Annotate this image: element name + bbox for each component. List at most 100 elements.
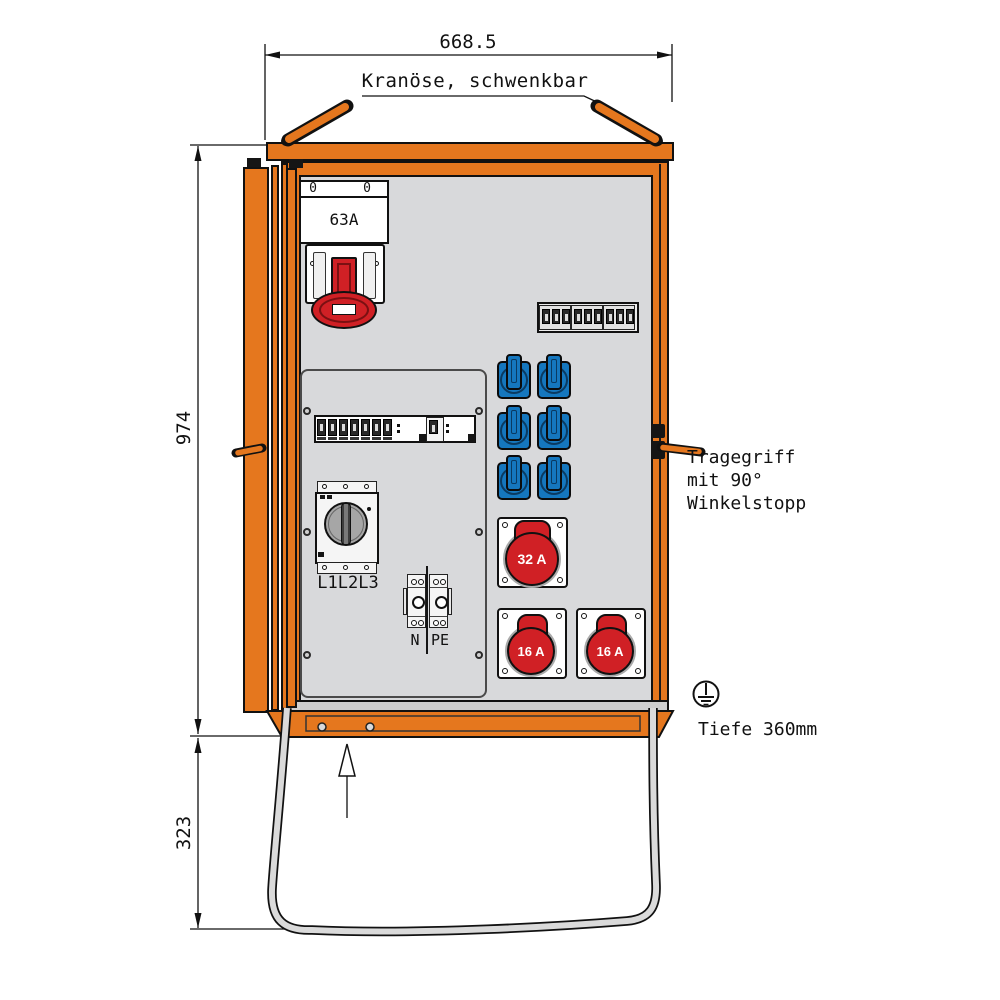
door-latch: [651, 424, 665, 438]
breaker-toggle: [574, 309, 582, 324]
breaker-toggle: [562, 309, 570, 324]
base-plinth: [265, 710, 675, 738]
terminal-n-label: N: [410, 631, 420, 649]
breaker-toggle: [606, 309, 614, 324]
screw-icon: [475, 651, 483, 659]
stand-tube: [267, 707, 661, 937]
schuko-socket: [497, 405, 531, 450]
crane-eye-right: [590, 99, 663, 147]
cee-63a-lid-slot: [332, 304, 356, 315]
breaker-toggle: [429, 420, 438, 434]
terminal-dot: [446, 424, 449, 427]
breaker-toggle: [552, 309, 560, 324]
switch-mark: [318, 552, 324, 557]
screw-icon: [303, 528, 311, 536]
terminal-dot: [397, 430, 400, 433]
switch-mark: [320, 495, 325, 499]
crane-eye-label: Kranöse, schwenkbar: [361, 70, 589, 92]
door-panel: [243, 167, 269, 713]
inlet-rating-label: 63A: [329, 210, 359, 229]
inlet-breaker-63a: [299, 196, 389, 244]
carry-handle-left: [231, 443, 267, 458]
cee-socket-16a-right: 16 A: [576, 608, 646, 679]
breaker-clip: [339, 437, 348, 440]
schuko-socket: [497, 455, 531, 500]
height-dimension-line: [190, 144, 285, 737]
earth-ground-icon: [692, 680, 720, 708]
mount-direction-arrow: [338, 743, 356, 818]
breaker-toggle: [383, 419, 392, 436]
screw-icon: [303, 651, 311, 659]
breaker-toggle: [372, 419, 381, 436]
breaker-toggle: [542, 309, 550, 324]
schuko-socket: [537, 405, 571, 450]
breaker-toggle: [361, 419, 370, 436]
terminal-dot: [446, 430, 449, 433]
breaker-clip: [383, 437, 392, 440]
switch-indicator-dot: [367, 507, 371, 511]
screw-icon: [475, 528, 483, 536]
screw-icon: [343, 484, 348, 489]
door-hinge-cap: [289, 159, 303, 168]
breaker-toggle: [350, 419, 359, 436]
breaker-toggle: [594, 309, 602, 324]
terminal-dot: [397, 424, 400, 427]
screw-icon: [322, 565, 327, 570]
switch-mark: [327, 495, 332, 499]
equipment-panel: [300, 369, 487, 698]
cee-16a-left-label: 16 A: [517, 643, 545, 659]
screw-icon: [343, 565, 348, 570]
din-rail-end-stop: [468, 434, 475, 442]
terminal-block-pe: [429, 574, 448, 628]
screw-icon: [475, 407, 483, 415]
width-dimension-label: 668.5: [439, 31, 497, 53]
breaker-toggle: [339, 419, 348, 436]
breaker-toggle: [616, 309, 624, 324]
cee-socket-16a-left: 16 A: [497, 608, 567, 679]
carry-handle-right: [656, 442, 706, 457]
screw-icon: [364, 565, 369, 570]
depth-label: Tiefe 360mm: [698, 719, 818, 740]
breaker-clip: [350, 437, 359, 440]
rotary-handle: [341, 503, 351, 545]
screw-icon: [303, 407, 311, 415]
stand-dimension-label: 323: [173, 815, 195, 851]
handle-note: Tragegriff mit 90° Winkelstopp: [687, 446, 806, 515]
cee-socket-32a: 32 A: [497, 517, 568, 588]
crane-eye-left: [281, 99, 354, 147]
cee-63a-lid-inner: [319, 297, 369, 323]
schuko-socket: [537, 455, 571, 500]
schuko-socket: [497, 354, 531, 399]
terminal-pe-label: PE: [430, 631, 450, 649]
cee-16a-right-label: 16 A: [596, 643, 624, 659]
cee-32a-label: 32 A: [517, 551, 547, 567]
height-dimension-label: 974: [173, 410, 195, 446]
breaker-clip: [372, 437, 381, 440]
breaker-toggle: [584, 309, 592, 324]
breaker-toggle: [328, 419, 337, 436]
width-dimension-line: [264, 44, 673, 140]
terminal-tab: [403, 588, 407, 615]
handle-note-line: Winkelstopp: [687, 493, 807, 514]
breaker-clip: [361, 437, 370, 440]
handle-note-line: mit 90°: [687, 470, 763, 491]
handle-note-line: Tragegriff: [687, 447, 796, 468]
screw-icon: [364, 484, 369, 489]
npe-divider: [426, 566, 428, 654]
screw-icon: [322, 484, 327, 489]
inlet-indicator-left: 0: [309, 181, 317, 196]
main-switch-label: L1L2L3: [317, 573, 379, 593]
inlet-indicator-right: 0: [363, 181, 371, 196]
terminal-tab: [448, 588, 452, 615]
breaker-clip: [317, 437, 326, 440]
breaker-toggle: [317, 419, 326, 436]
terminal-block-n: [407, 574, 426, 628]
breaker-clip: [328, 437, 337, 440]
door-strip: [286, 168, 297, 708]
door-hinge-cap: [247, 158, 261, 167]
schuko-socket: [537, 354, 571, 399]
breaker-toggle: [626, 309, 634, 324]
cabinet-top-bar: [266, 142, 674, 161]
